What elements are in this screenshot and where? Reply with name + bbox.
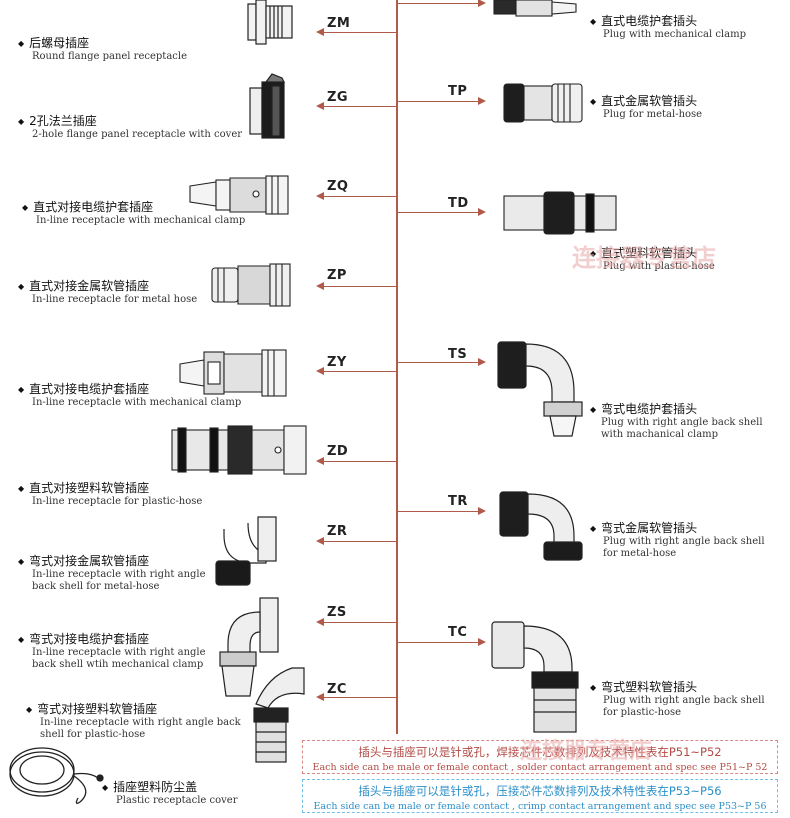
code-td: TD: [448, 196, 469, 211]
zr-receptacle-drawing: [215, 516, 277, 586]
label-zc-zh: 弯式对接塑料软管插座: [26, 700, 241, 717]
label-zm-en: Round flange panel receptacle: [32, 51, 187, 62]
code-zs: ZS: [327, 605, 347, 620]
label-zm: 后螺母插座 Round flange panel receptacle: [18, 34, 187, 63]
label-dust-cap-zh: 插座塑料防尘盖: [102, 778, 237, 795]
code-zq: ZQ: [327, 179, 349, 194]
label-zp-zh: 直式对接金属软管插座: [18, 277, 197, 294]
label-zc: 弯式对接塑料软管插座 In-line receptacle with right…: [26, 700, 241, 741]
label-zs-en-2: back shell wtih mechanical clamp: [32, 659, 204, 670]
label-tc-en-2: for plastic-hose: [603, 707, 682, 718]
crimp-note-zh: 插头与插座可以是针或孔，压接芯件芯数排列及技术特性表在P53~P56: [358, 784, 722, 798]
td-plug-drawing: [503, 191, 617, 235]
code-zp: ZP: [327, 268, 347, 283]
label-zp-en: In-line receptacle for metal hose: [32, 294, 198, 305]
code-tr: TR: [448, 494, 468, 509]
label-ts-zh: 弯式电缆护套插头: [590, 400, 763, 417]
label-zr-en-1: In-line receptacle with right angle: [32, 569, 206, 580]
label-zg-zh: 2孔法兰插座: [18, 112, 242, 129]
code-zm: ZM: [327, 16, 351, 31]
label-td-en: Plug with plastic-hose: [603, 261, 715, 272]
label-tp-zh: 直式金属软管插头: [590, 92, 702, 109]
code-zy: ZY: [327, 355, 347, 370]
label-zm-zh: 后螺母插座: [18, 34, 187, 51]
label-zc-en-2: shell for plastic-hose: [40, 729, 146, 740]
label-tr-en-1: Plug with right angle back shell: [603, 536, 765, 547]
solder-note: 插头与插座可以是针或孔，焊接芯件芯数排列及技术特性表在P51~P52 Each …: [302, 740, 778, 774]
zp-receptacle-drawing: [211, 263, 291, 307]
label-dust-cap-en: Plastic receptacle cover: [116, 795, 238, 806]
zd-receptacle-drawing: [171, 425, 307, 475]
label-zq-zh: 直式对接电缆护套插座: [22, 198, 245, 215]
label-zd: 直式对接塑料软管插座 In-line receptacle for plasti…: [18, 479, 202, 508]
zm-receptacle-drawing: [247, 0, 293, 45]
label-zs-en-1: In-line receptacle with right angle: [32, 647, 206, 658]
tc-plug-drawing: [491, 621, 579, 733]
label-zy-zh: 直式对接电缆护套插座: [18, 380, 241, 397]
zq-receptacle-drawing: [189, 175, 289, 215]
label-zs-zh: 弯式对接电缆护套插座: [18, 630, 206, 647]
label-zq: 直式对接电缆护套插座 In-line receptacle with mecha…: [22, 198, 245, 227]
label-tc-zh: 弯式塑料软管插头: [590, 678, 765, 695]
label-zc-en-1: In-line receptacle with right angle back: [40, 717, 241, 728]
label-td: 直式塑料软管插头 Plug with plastic-hose: [590, 244, 715, 273]
zy-receptacle-drawing: [179, 349, 287, 397]
solder-note-zh: 插头与插座可以是针或孔，焊接芯件芯数排列及技术特性表在P51~P52: [358, 745, 722, 759]
solder-note-en: Each side can be male or female contact …: [312, 762, 768, 773]
label-zy: 直式对接电缆护套插座 In-line receptacle with mecha…: [18, 380, 241, 409]
label-zy-en: In-line receptacle with mechanical clamp: [32, 397, 242, 408]
label-ts-en-1: Plug with right angle back shell: [601, 417, 763, 428]
label-tp-en: Plug for metal-hose: [603, 109, 703, 120]
crimp-note-en: Each side can be male or female contact …: [313, 801, 767, 812]
code-ts: TS: [448, 347, 468, 362]
ts-plug-drawing: [497, 341, 583, 437]
label-td-zh: 直式塑料软管插头: [590, 244, 715, 261]
label-zd-zh: 直式对接塑料软管插座: [18, 479, 202, 496]
zc-receptacle-drawing: [253, 667, 305, 763]
label-zg-en: 2-hole flange panel receptacle with cove…: [32, 129, 243, 140]
label-tc: 弯式塑料软管插头 Plug with right angle back shel…: [590, 678, 765, 719]
crimp-note: 插头与插座可以是针或孔，压接芯件芯数排列及技术特性表在P53~P56 Each …: [302, 779, 778, 813]
tp-plug-drawing: [503, 83, 583, 123]
label-zr-zh: 弯式对接金属软管插座: [18, 552, 206, 569]
diagram-spine: [396, 0, 398, 734]
label-zr-en-2: back shell for metal-hose: [32, 581, 160, 592]
label-dust-cap: 插座塑料防尘盖 Plastic receptacle cover: [102, 778, 237, 807]
label-ts: 弯式电缆护套插头 Plug with right angle back shel…: [590, 400, 763, 441]
label-tr: 弯式金属软管插头 Plug with right angle back shel…: [590, 519, 765, 560]
dust-cap-drawing: [9, 747, 104, 804]
label-plug-mech: 直式电缆护套插头 Plug with mechanical clamp: [590, 12, 746, 41]
zg-receptacle-drawing: [249, 73, 285, 139]
label-zp: 直式对接金属软管插座 In-line receptacle for metal …: [18, 277, 197, 306]
label-zr: 弯式对接金属软管插座 In-line receptacle with right…: [18, 552, 206, 593]
code-tp: TP: [448, 84, 468, 99]
label-zs: 弯式对接电缆护套插座 In-line receptacle with right…: [18, 630, 206, 671]
tr-plug-drawing: [499, 491, 583, 561]
label-tc-en-1: Plug with right angle back shell: [603, 695, 765, 706]
label-zq-en: In-line receptacle with mechanical clamp: [36, 215, 246, 226]
code-zc: ZC: [327, 682, 347, 697]
code-zr: ZR: [327, 524, 348, 539]
label-ts-en-2: with machanical clamp: [601, 429, 719, 440]
label-zd-en: In-line receptacle for plastic-hose: [32, 496, 203, 507]
label-tr-zh: 弯式金属软管插头: [590, 519, 765, 536]
label-zg: 2孔法兰插座 2-hole flange panel receptacle wi…: [18, 112, 242, 141]
plug-mech-drawing: [493, 0, 577, 17]
code-zg: ZG: [327, 90, 349, 105]
label-tp: 直式金属软管插头 Plug for metal-hose: [590, 92, 702, 121]
label-plug-mech-en: Plug with mechanical clamp: [603, 29, 746, 40]
code-zd: ZD: [327, 444, 349, 459]
label-plug-mech-zh: 直式电缆护套插头: [590, 12, 746, 29]
label-tr-en-2: for metal-hose: [603, 548, 677, 559]
code-tc: TC: [448, 625, 468, 640]
zs-receptacle-drawing: [219, 597, 279, 697]
